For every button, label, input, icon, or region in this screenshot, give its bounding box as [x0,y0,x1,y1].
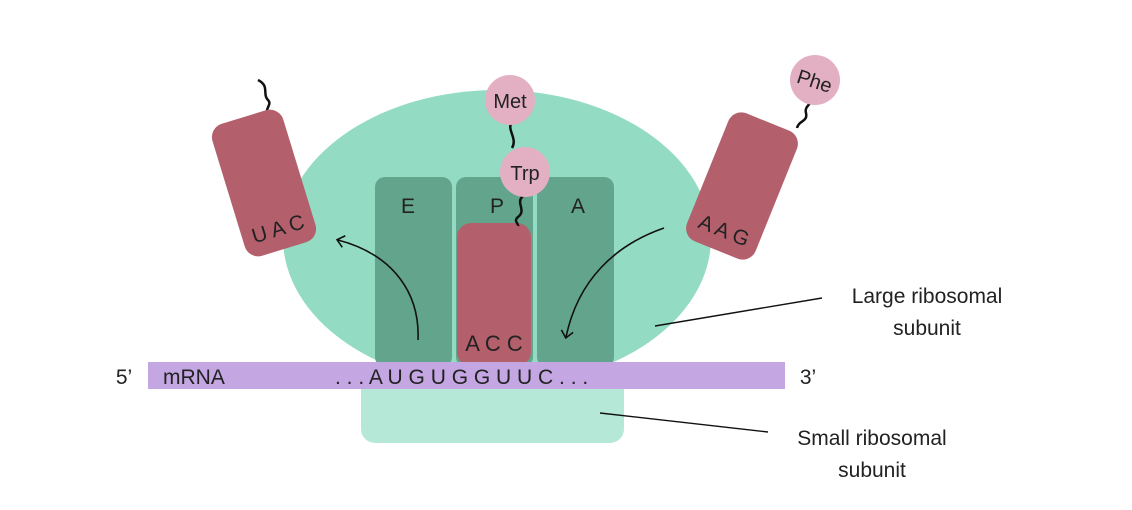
p-site-label: P [490,195,504,218]
large-subunit-label-line1: Large ribosomal [852,285,1003,308]
met-label: Met [493,91,527,113]
leaving-trna-tail [257,78,271,113]
exit-arrow [335,235,419,341]
mrna-sequence: . . . A U G U G G U U C . . . [335,366,588,389]
trp-label: Trp [510,163,539,185]
mrna-label: mRNA [163,366,225,389]
small-subunit-label-line1: Small ribosomal [797,427,946,450]
e-site [375,177,452,367]
five-prime-label: 5’ [116,366,132,389]
phe-amino-acid [790,55,840,105]
small-subunit-leader-line [599,412,769,433]
trp-amino-acid [500,147,550,197]
e-site-label: E [401,195,415,218]
entry-arrow [560,227,665,340]
large-subunit-leader-line [654,297,823,327]
a-site-label: A [571,195,585,218]
incoming-trna: A A G [686,112,798,260]
small-subunit-label-line2: subunit [838,459,906,482]
leaving-trna: U A C [211,109,317,257]
a-site [537,177,614,367]
met-amino-acid [485,75,535,125]
p-site-anticodon: A C C [465,331,523,356]
p-site-trna [457,223,531,366]
three-prime-label: 3’ [800,366,816,389]
large-subunit-label-line2: subunit [893,317,961,340]
trp-trna-linker [514,195,524,227]
mrna-strand [148,362,785,389]
